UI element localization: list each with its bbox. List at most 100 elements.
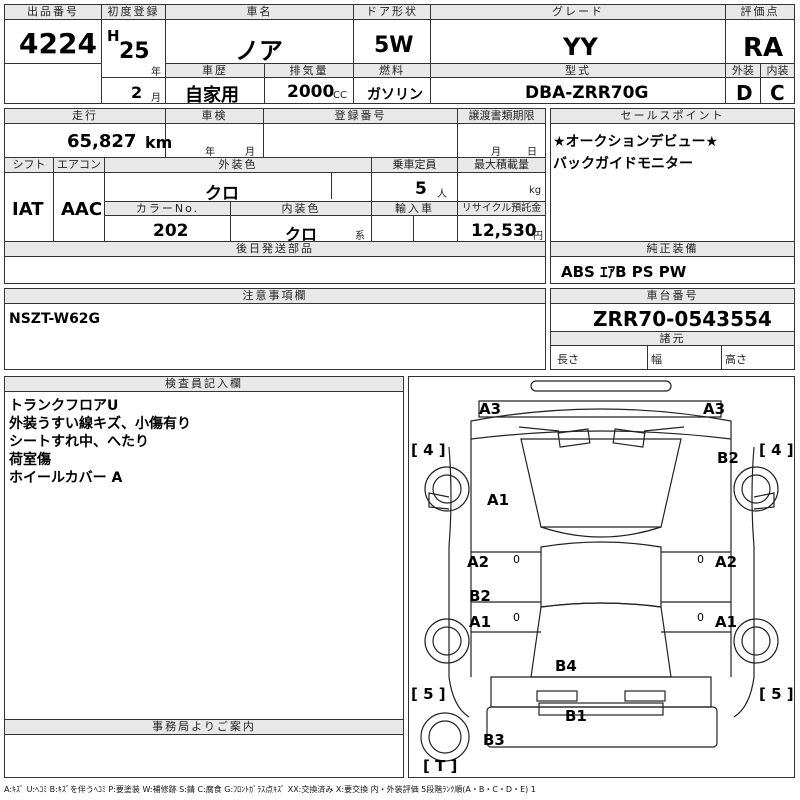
mark-a1-top-left: A1 [487,491,509,509]
equipment-label: 純正装備 [551,242,794,257]
first-reg-year: 25 [119,39,150,64]
header-section: 出品番号 4224 初度登録 H 25 年 2 月 車名 ノア ドア形状 5W … [4,4,795,106]
mark-b3: B3 [483,731,505,749]
mark-t: [ T ] [423,757,457,775]
lot-number: 4224 [19,27,97,60]
mark-zero-4: 0 [697,611,704,624]
load-unit: kg [529,185,542,196]
mark-4-right: [ 4 ] [759,441,794,459]
mark-b2-mid-left: B2 [469,587,491,605]
width-label: 幅 [651,353,662,366]
year-unit: 年 [151,67,161,78]
notes-section: 注意事項欄 NSZT-W62G [4,288,546,370]
model-label: 型式 [431,64,725,78]
grade: YY [563,33,598,61]
height-label: 高さ [725,353,747,366]
grade-label: グレード [431,5,725,20]
inspection-label: 車検 [166,109,263,124]
mark-b1: B1 [565,707,587,725]
color-no-label: カラーNo. [105,202,230,216]
mark-a1-mid-left: A1 [469,613,491,631]
load-label: 最大積載量 [458,158,545,173]
lot-number-label: 出品番号 [5,5,101,20]
shift-label: シフト [5,158,53,173]
car-outline-svg: A3 A3 [ 4 ] [ 4 ] B2 A1 A2 A2 B2 A1 A1 B… [411,380,794,775]
mark-a2-right: A2 [715,553,737,571]
transfer-month-unit: 月 [491,147,501,158]
mark-zero-3: 0 [513,611,520,624]
int-color-unit: 系 [355,231,365,242]
mark-5-left: [ 5 ] [411,685,446,703]
history-label: 車歴 [166,64,264,78]
vehicle-detail-section: 走行 車検 登録番号 譲渡書類期限 65,827 km 年 月 月 日 シフト … [4,108,546,284]
inspector-line-5: ホイールカバー A [9,470,123,486]
fuel-label: 燃料 [354,64,430,78]
first-reg-month: 2 [131,83,143,102]
recycle-unit: 円 [533,231,543,242]
score: RA [743,33,784,63]
shift: IAT [12,199,44,220]
capacity: 5 [415,179,427,199]
interior-label: 内装 [761,64,794,78]
car-name: ノア [235,37,283,65]
inspector-notes-section: 検査員記入欄 トランクフロアU 外装うすい線キズ、小傷有り シートすれ中、へたり… [4,376,404,778]
int-color-label: 内装色 [231,202,371,216]
mark-5-right: [ 5 ] [759,685,794,703]
regno-label: 登録番号 [264,109,457,124]
int-color: クロ [285,225,318,244]
car-name-label: 車名 [166,5,353,20]
mileage: 65,827 [67,131,137,152]
inspector-line-4: 荷室傷 [9,452,51,468]
import-label: 輸入車 [372,202,457,216]
sales-point-label: セールスポイント [551,109,794,124]
score-label: 評価点 [726,5,794,20]
mark-4-left: [ 4 ] [411,441,446,459]
sales-point-line-2: バックガイドモニター [553,156,693,172]
ext-color: クロ [205,184,239,204]
sales-point-line-1: ★オークションデビュー★ [553,134,719,150]
history: 自家用 [185,85,239,106]
inspector-line-3: シートすれ中、へたり [9,434,149,450]
mark-a1-mid-right: A1 [715,613,737,631]
car-diagram: A3 A3 [ 4 ] [ 4 ] B2 A1 A2 A2 B2 A1 A1 B… [408,376,795,778]
month-unit: 月 [151,93,161,104]
notes-label: 注意事項欄 [5,289,545,304]
color-no: 202 [153,221,189,241]
era-mark: H [107,27,120,45]
mark-zero-1: 0 [513,553,520,566]
chassis-section: 車台番号 ZRR70-0543554 諸元 長さ 幅 高さ [550,288,795,370]
dims-label: 諸元 [551,332,794,346]
ext-color-label: 外装色 [105,158,371,173]
door-label: ドア形状 [354,5,430,20]
length-label: 長さ [557,353,579,366]
inspection-month-unit: 月 [245,147,255,158]
sales-point-section: セールスポイント ★オークションデビュー★ バックガイドモニター 純正装備 AB… [550,108,795,284]
mark-a2-left: A2 [467,553,489,571]
ac-label: エアコン [54,158,104,173]
office-label: 事務局よりご案内 [5,720,403,735]
inspector-label: 検査員記入欄 [5,377,403,392]
mark-b2-top-right: B2 [717,449,739,467]
exterior-label: 外装 [726,64,760,78]
door-shape: 5W [374,33,414,58]
chassis-number: ZRR70-0543554 [593,307,772,331]
ac: AAC [61,199,103,220]
legend-text: A:ｷｽﾞ U:ﾍｺﾐ B:ｷｽﾞを伴うﾍｺﾐ P:要塗装 W:補修跡 S:錆 … [4,785,536,794]
displacement-unit: CC [333,90,347,101]
transfer-day-unit: 日 [527,147,537,158]
mark-b4: B4 [555,657,577,675]
mark-a3-left: A3 [479,400,501,418]
mileage-label: 走行 [5,109,165,124]
later-parts-label: 後日発送部品 [5,242,545,257]
displacement: 2000 [287,82,335,102]
mark-a3-right: A3 [703,400,725,418]
inspector-line-2: 外装うすい線キズ、小傷有り [9,416,191,432]
model: DBA-ZRR70G [525,83,649,103]
inspection-year-unit: 年 [205,147,215,158]
first-reg-label: 初度登録 [102,5,165,20]
interior-score: C [770,81,785,105]
displacement-label: 排気量 [265,64,353,78]
transfer-label: 譲渡書類期限 [458,109,545,124]
exterior-score: D [736,81,753,105]
equipment-value: ABS ｴｱB PS PW [561,263,687,281]
